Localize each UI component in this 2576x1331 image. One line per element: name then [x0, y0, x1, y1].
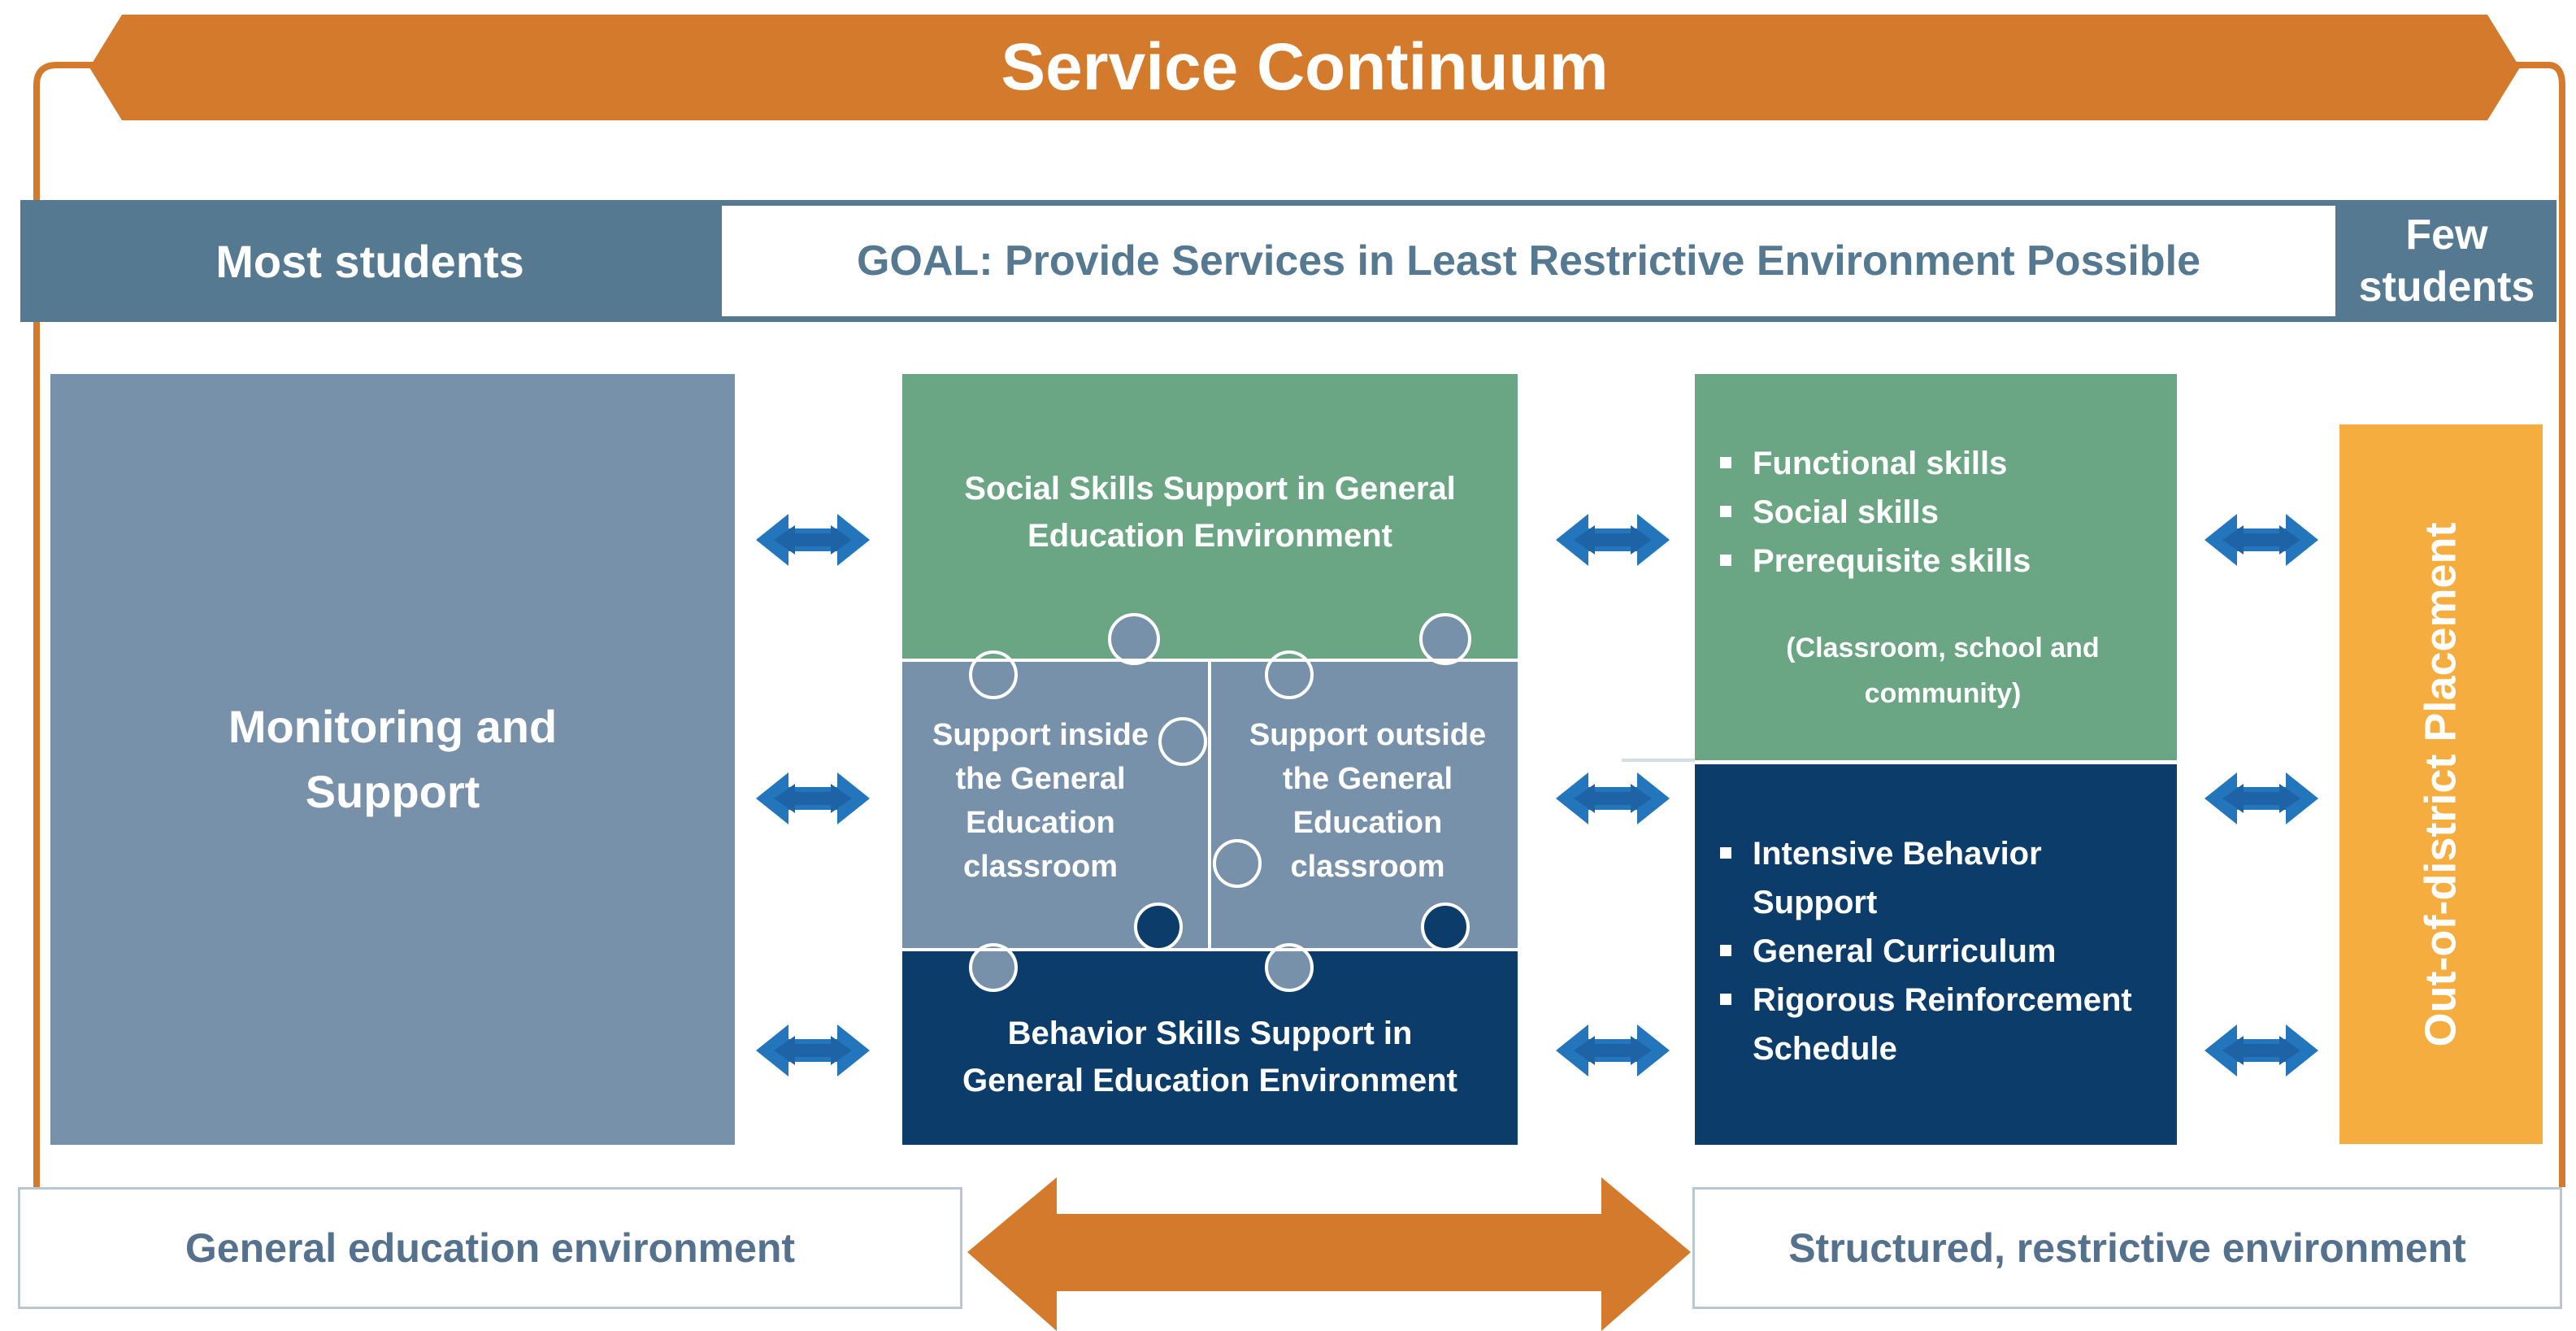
puzzle-piece-social: [902, 374, 1518, 660]
skills-list: Functional skills Social skills Prerequi…: [1717, 439, 2172, 585]
double-arrow-icon: [756, 772, 870, 824]
double-arrow-icon: [2205, 514, 2318, 566]
support-inside-text: Support inside the General Education cla…: [932, 718, 1149, 884]
environment-arrow: [967, 1177, 1691, 1331]
puzzle-piece-outside: [1211, 660, 1518, 950]
double-arrow-icon: [756, 1024, 870, 1077]
double-arrow-icon: [2205, 1024, 2318, 1077]
out-of-district-box: [2339, 424, 2543, 1144]
social-skills-text: Social Skills Support in General Educati…: [964, 471, 1456, 554]
skills-box: [1695, 374, 2177, 760]
list-item: General Curriculum: [1717, 927, 2172, 976]
page-title: Service Continuum: [1001, 30, 1609, 104]
double-arrow-icon: [2205, 772, 2318, 824]
list-item: Social skills: [1717, 488, 2172, 537]
double-arrow-icon: [1556, 514, 1670, 566]
skills-note: (Classroom, school and community): [1786, 633, 2100, 709]
list-item: Functional skills: [1717, 439, 2172, 488]
most-students-label: Most students: [215, 235, 524, 287]
behavior-skills-text: Behavior Skills Support in General Educa…: [962, 1016, 1457, 1098]
list-item: Prerequisite skills: [1717, 537, 2172, 585]
footer-restrictive-environment: Structured, restrictive environment: [1692, 1187, 2562, 1309]
puzzle-piece-inside: [902, 660, 1209, 950]
monitoring-support-box: Monitoring and Support: [50, 374, 735, 1145]
behavior-box: [1695, 764, 2177, 1145]
support-outside-text: Support outside the General Education cl…: [1249, 718, 1487, 884]
connector-line: [1622, 759, 1695, 762]
title-banner: [89, 15, 2520, 120]
goal-banner: GOAL: Provide Services in Least Restrict…: [722, 206, 2335, 316]
double-arrow-icon: [1556, 772, 1670, 824]
few-students-label: Few students: [2358, 211, 2535, 311]
double-arrow-icon: [1556, 1024, 1670, 1077]
double-arrow-icon: [756, 514, 870, 566]
footer-general-environment: General education environment: [18, 1187, 962, 1309]
